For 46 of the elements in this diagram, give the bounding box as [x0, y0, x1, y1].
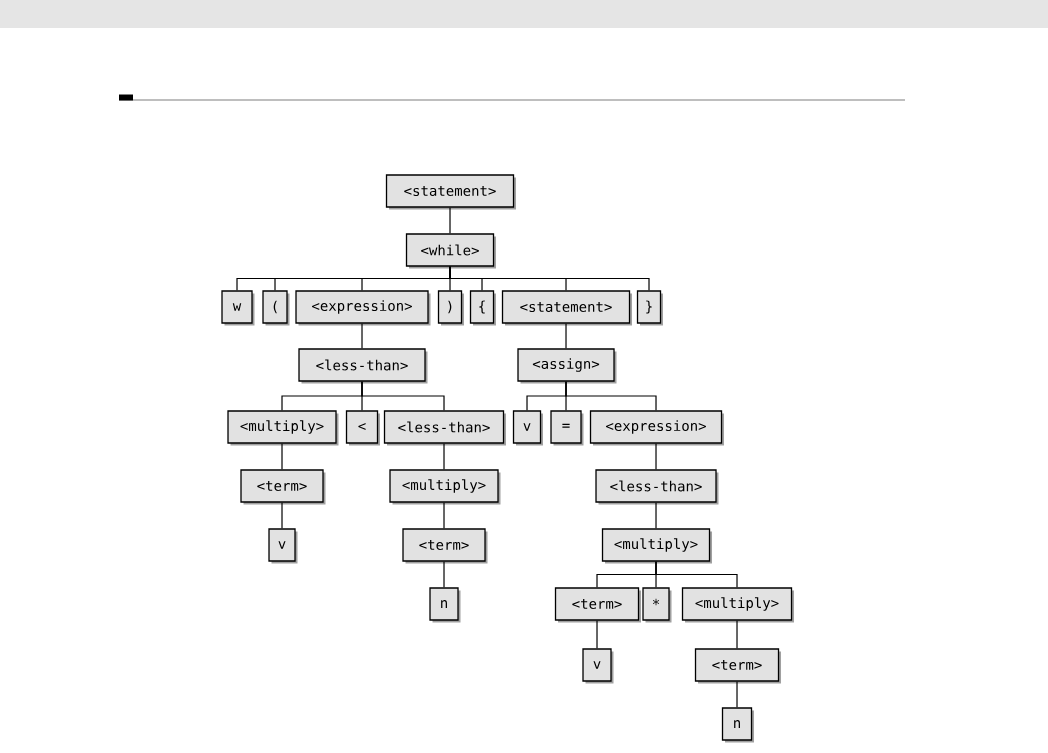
tree-node-box: <term>: [694, 648, 781, 684]
tree-node-box: <: [345, 410, 380, 446]
tree-connector: [443, 561, 445, 588]
tree-node-box: n: [721, 707, 754, 743]
tree-connector: [565, 381, 657, 411]
tree-connector: [449, 207, 451, 234]
tree-node-box: <less-than>: [595, 469, 719, 505]
tree-connector: [449, 266, 650, 291]
tree-node-box: ): [437, 290, 464, 326]
tree-node-box: <statement>: [501, 290, 632, 326]
tree-node-box: <assign>: [517, 348, 617, 384]
tree-node-box: <term>: [402, 528, 488, 564]
tree-node-box: <expression>: [589, 410, 724, 446]
tree-node-box: n: [429, 587, 461, 623]
tree-node-box: <expression>: [295, 290, 431, 326]
tree-node-box: <term>: [240, 469, 326, 505]
tree-node-box: <multiply>: [601, 528, 712, 564]
tree-connector: [736, 620, 738, 649]
tree-connector: [443, 443, 445, 470]
tree-connector: [443, 502, 445, 529]
tree-node-box: <statement>: [385, 174, 516, 210]
tree-node-box: <multiply>: [389, 469, 501, 505]
tree-node-box: (: [262, 290, 290, 326]
tree-connector: [655, 443, 657, 470]
tree-node-box: <multiply>: [227, 410, 339, 446]
tree-connector: [281, 443, 283, 470]
tree-node-box: =: [550, 410, 584, 446]
tree-node-box: <less-than>: [298, 348, 428, 384]
tree-node-box: v: [268, 528, 298, 564]
tree-node-box: *: [642, 587, 672, 623]
tree-node-box: <while>: [405, 233, 496, 269]
tree-connector: [596, 620, 598, 649]
tree-connector: [361, 381, 445, 411]
tree-connector: [655, 502, 657, 529]
tree-node-box: }: [636, 290, 663, 326]
tree-connector: [281, 502, 283, 529]
tree-node-box: {: [469, 290, 496, 326]
tree-node-box: v: [582, 648, 614, 684]
tree-connector: [361, 323, 363, 349]
tree-node-box: <multiply>: [681, 587, 794, 623]
tree-connector: [565, 323, 567, 349]
tree-node-box: <less-than>: [383, 410, 506, 446]
tree-connector: [655, 561, 738, 588]
tree-node-box: w: [221, 290, 255, 326]
tree-node-box: v: [512, 410, 543, 446]
tree-connector: [736, 681, 738, 708]
